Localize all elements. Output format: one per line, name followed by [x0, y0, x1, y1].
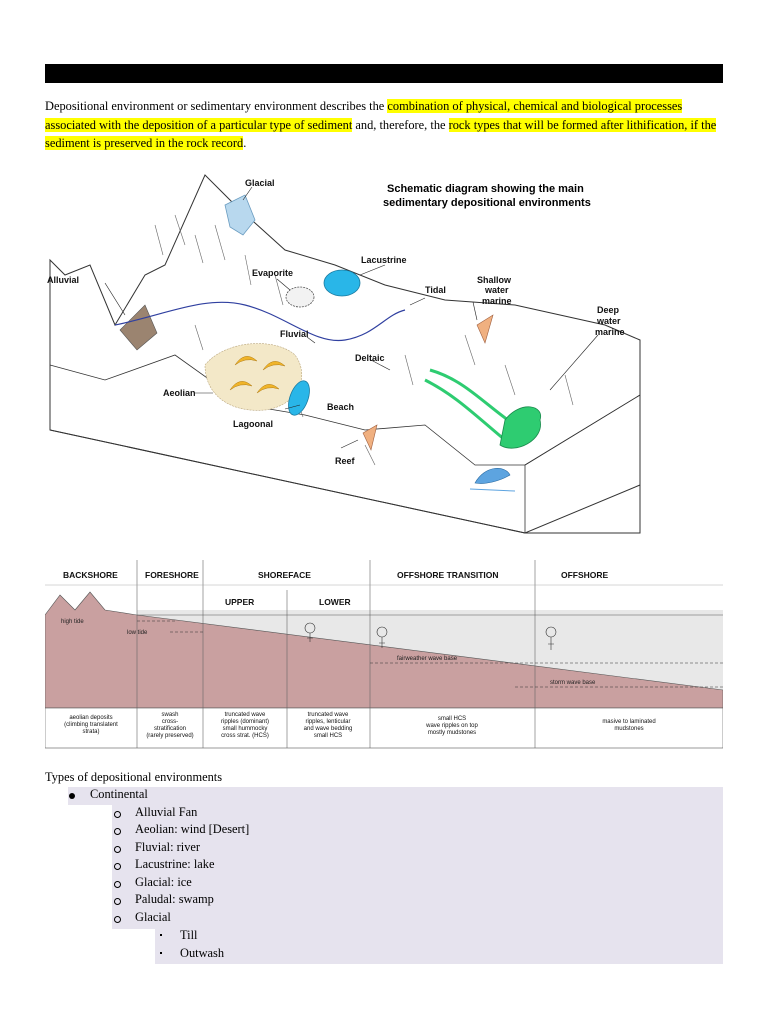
bullet-circle-icon [114, 828, 121, 835]
desc-foreshore-1: swash [161, 712, 178, 718]
bullet-circle-icon [114, 898, 121, 905]
zone-backshore: BACKSHORE [63, 570, 118, 580]
label-shallow-3: marine [482, 296, 512, 306]
desc-offshore-1: masive to laminated [602, 719, 655, 725]
desc-backshore-1: aeolian deposits [69, 715, 112, 721]
desc-lower-3: and wave bedding [304, 726, 353, 732]
label-fairweather-wave-base: fairweather wave base [397, 656, 458, 662]
intro-paragraph: Depositional environment or sedimentary … [45, 97, 723, 153]
list-item: Lacustrine: lake [135, 856, 214, 874]
desc-transition-1: small HCS [438, 716, 466, 722]
label-aeolian: Aeolian [163, 388, 196, 398]
depositional-environments-diagram: Schematic diagram showing the main sedim… [45, 165, 723, 545]
label-deep-2: water [596, 316, 621, 326]
desc-foreshore-3: stratification [154, 726, 186, 732]
sub-list-item: Till [180, 927, 197, 945]
label-tidal: Tidal [425, 285, 446, 295]
label-deep-3: marine [595, 327, 625, 337]
list-item: Alluvial Fan [135, 804, 197, 822]
zone-offshore-transition: OFFSHORE TRANSITION [397, 570, 499, 580]
label-shallow-1: Shallow [477, 275, 512, 285]
bullet-small-icon [160, 952, 162, 954]
label-storm-wave-base: storm wave base [550, 680, 596, 686]
desc-transition-2: wave ripples on top [425, 723, 478, 729]
figure1-title-line2: sedimentary depositional environments [383, 197, 591, 209]
list-item-continental: Continental [90, 786, 148, 804]
subzone-upper: UPPER [225, 597, 254, 607]
bullet-dot-icon [69, 793, 75, 799]
zone-offshore: OFFSHORE [561, 570, 609, 580]
desc-transition-3: mostly mudstones [428, 730, 476, 736]
label-evaporite: Evaporite [252, 268, 293, 278]
desc-backshore-3: strata) [82, 729, 99, 735]
label-deltaic: Deltaic [355, 353, 385, 363]
list-item: Aeolian: wind [Desert] [135, 821, 249, 839]
bullet-circle-icon [114, 811, 121, 818]
zone-shoreface: SHOREFACE [258, 570, 311, 580]
label-fluvial: Fluvial [280, 329, 309, 339]
label-lagoonal: Lagoonal [233, 419, 273, 429]
intro-text-2: and, therefore, the [352, 118, 448, 132]
desc-lower-1: truncated wave [308, 712, 349, 718]
label-shallow-2: water [484, 285, 509, 295]
desc-offshore-2: mudstones [614, 726, 643, 732]
list-item: Paludal: swamp [135, 891, 214, 909]
label-glacial: Glacial [245, 178, 275, 188]
shoreline-profile-diagram: BACKSHORE FORESHORE SHOREFACE OFFSHORE T… [45, 560, 723, 750]
label-low-tide: low tide [127, 630, 148, 636]
label-alluvial: Alluvial [47, 275, 79, 285]
desc-foreshore-2: cross- [162, 719, 178, 725]
bullet-circle-icon [114, 863, 121, 870]
desc-backshore-2: (climbing translatent [64, 722, 118, 728]
label-deep-1: Deep [597, 305, 620, 315]
bullet-circle-icon [114, 916, 121, 923]
desc-upper-4: cross strat. (HCS) [221, 733, 269, 739]
label-beach: Beach [327, 402, 354, 412]
desc-lower-2: ripples, lenticular [305, 719, 350, 725]
intro-text-1: Depositional environment or sedimentary … [45, 99, 387, 113]
subzone-lower: LOWER [319, 597, 351, 607]
bullet-circle-icon [114, 846, 121, 853]
list-item: Glacial: ice [135, 874, 192, 892]
figure1-title-line1: Schematic diagram showing the main [387, 183, 584, 195]
list-highlight-continental [68, 787, 723, 805]
label-lacustrine: Lacustrine [361, 255, 407, 265]
list-item: Glacial [135, 909, 171, 927]
zone-foreshore: FORESHORE [145, 570, 199, 580]
label-high-tide: high tide [61, 619, 84, 625]
sub-list-item: Outwash [180, 945, 224, 963]
section-title-bar [45, 64, 723, 83]
intro-text-3: . [243, 136, 246, 150]
list-item: Fluvial: river [135, 839, 200, 857]
desc-upper-1: truncated wave [225, 712, 266, 718]
desc-upper-2: ripples (dominant) [221, 719, 269, 725]
bullet-small-icon [160, 934, 162, 936]
desc-foreshore-4: (rarely preserved) [146, 733, 193, 739]
desc-upper-3: small hummocky [223, 726, 268, 732]
label-reef: Reef [335, 456, 356, 466]
desc-lower-4: small HCS [314, 733, 342, 739]
bullet-circle-icon [114, 881, 121, 888]
types-heading: Types of depositional environments [45, 770, 222, 785]
list-highlight-subitems [155, 927, 723, 964]
